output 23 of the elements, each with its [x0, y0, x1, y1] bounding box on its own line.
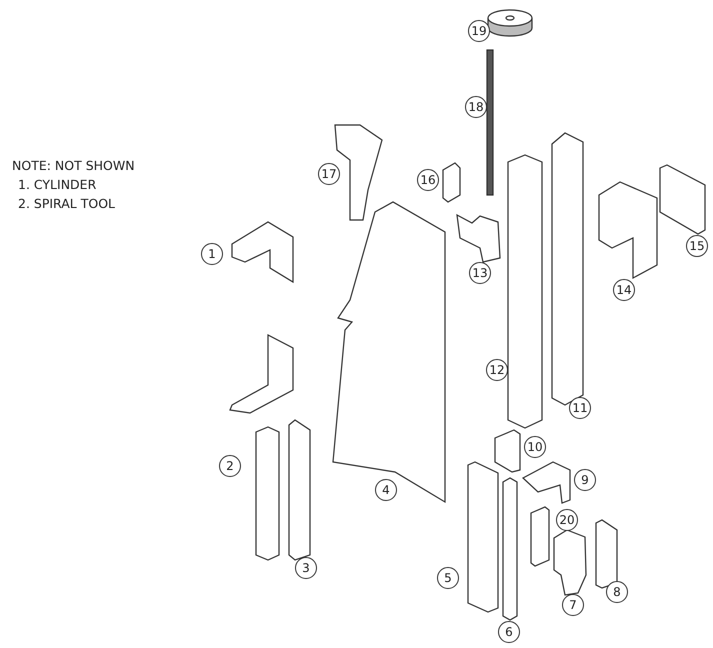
callout-number: 12: [486, 359, 508, 381]
note-text: 2. SPIRAL TOOL: [18, 196, 116, 212]
callout-number: 19: [468, 20, 490, 42]
callout-number: 5: [437, 567, 459, 589]
callout-number: 8: [606, 581, 628, 603]
callout-number: 2: [219, 455, 241, 477]
callout-number: 13: [469, 262, 491, 284]
callout-number: 14: [613, 279, 635, 301]
callout-number: 4: [375, 479, 397, 501]
callout-number: 9: [574, 469, 596, 491]
callout-number: 16: [417, 169, 439, 191]
callout-number: 15: [686, 235, 708, 257]
callout-number: 17: [318, 163, 340, 185]
note-text: NOTE: NOT SHOWN: [12, 158, 135, 174]
note-text: 1. CYLINDER: [18, 177, 96, 193]
callout-number: 6: [498, 621, 520, 643]
callout-number: 7: [562, 594, 584, 616]
callout-number: 18: [465, 96, 487, 118]
callout-number: 11: [569, 397, 591, 419]
callout-number: 20: [556, 509, 578, 531]
callout-number: 10: [524, 436, 546, 458]
callout-number: 1: [201, 243, 223, 265]
callout-number: 3: [295, 557, 317, 579]
